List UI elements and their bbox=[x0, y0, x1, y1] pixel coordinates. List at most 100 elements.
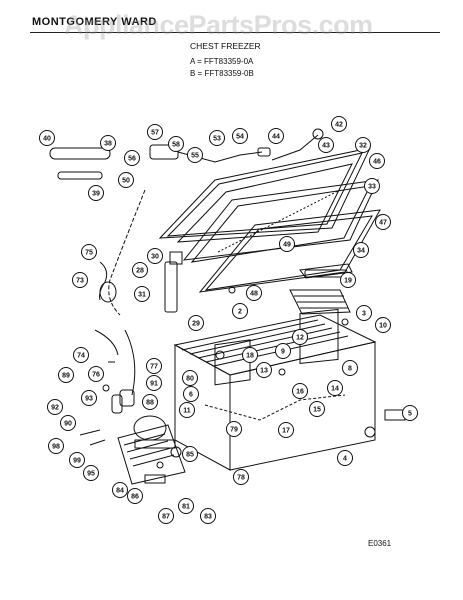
callout-56: 56 bbox=[124, 150, 140, 166]
callout-label: 81 bbox=[182, 504, 190, 511]
callout-label: 30 bbox=[151, 254, 159, 261]
callout-label: 92 bbox=[51, 405, 59, 412]
callout-55: 55 bbox=[187, 147, 203, 163]
callout-label: 33 bbox=[368, 184, 376, 191]
callout-bubble bbox=[355, 137, 371, 153]
callout-87: 87 bbox=[158, 508, 174, 524]
callout-bubble bbox=[48, 438, 64, 454]
callout-label: 6 bbox=[189, 392, 193, 399]
callout-bubble bbox=[146, 375, 162, 391]
callout-79: 79 bbox=[226, 421, 242, 437]
callout-bubble bbox=[331, 116, 347, 132]
callout-label: 4 bbox=[343, 456, 347, 463]
callout-label: 43 bbox=[322, 143, 330, 150]
callout-75: 75 bbox=[81, 244, 97, 260]
callout-label: 58 bbox=[172, 142, 180, 149]
callout-bubble bbox=[268, 128, 284, 144]
callout-bubble bbox=[147, 124, 163, 140]
callout-98: 98 bbox=[48, 438, 64, 454]
callout-label: 48 bbox=[250, 291, 258, 298]
callout-57: 57 bbox=[147, 124, 163, 140]
callout-19: 19 bbox=[340, 272, 356, 288]
callout-43: 43 bbox=[318, 137, 334, 153]
callout-bubble bbox=[60, 415, 76, 431]
callout-74: 74 bbox=[73, 347, 89, 363]
callout-bubble bbox=[100, 135, 116, 151]
callout-bubble bbox=[147, 248, 163, 264]
callout-label: 54 bbox=[236, 134, 244, 141]
callout-bubble bbox=[375, 317, 391, 333]
callout-bubble bbox=[127, 488, 143, 504]
callout-48: 48 bbox=[246, 285, 262, 301]
callout-label: 88 bbox=[146, 400, 154, 407]
callout-90: 90 bbox=[60, 415, 76, 431]
callout-label: 80 bbox=[186, 376, 194, 383]
callout-label: 11 bbox=[183, 408, 191, 415]
callout-12: 12 bbox=[292, 329, 308, 345]
callout-label: 9 bbox=[281, 349, 285, 356]
callout-label: 44 bbox=[272, 134, 280, 141]
callout-label: 38 bbox=[104, 141, 112, 148]
callout-89: 89 bbox=[58, 367, 74, 383]
callout-bubble bbox=[73, 347, 89, 363]
callout-53: 53 bbox=[209, 130, 225, 146]
callout-bubble bbox=[39, 130, 55, 146]
callout-label: 53 bbox=[213, 136, 221, 143]
callout-bubble bbox=[256, 362, 272, 378]
callout-bubble bbox=[292, 329, 308, 345]
callout-91: 91 bbox=[146, 375, 162, 391]
callout-6: 6 bbox=[183, 386, 199, 402]
callout-bubble bbox=[279, 236, 295, 252]
callout-77: 77 bbox=[146, 358, 162, 374]
callout-bubble bbox=[168, 136, 184, 152]
callout-bubble bbox=[278, 422, 294, 438]
callout-label: 93 bbox=[85, 396, 93, 403]
callout-bubble bbox=[88, 185, 104, 201]
callout-label: 50 bbox=[122, 178, 130, 185]
callout-label: 84 bbox=[116, 488, 124, 495]
callout-93: 93 bbox=[81, 390, 97, 406]
callout-bubble bbox=[340, 272, 356, 288]
callout-label: 2 bbox=[238, 309, 242, 316]
callout-bubble bbox=[233, 469, 249, 485]
callout-47: 47 bbox=[375, 214, 391, 230]
callout-81: 81 bbox=[178, 498, 194, 514]
diagram-subtitle: CHEST FREEZER bbox=[190, 41, 261, 51]
callout-14: 14 bbox=[327, 380, 343, 396]
callout-bubble bbox=[309, 401, 325, 417]
top-hardware bbox=[49, 128, 324, 316]
callout-bubble bbox=[209, 130, 225, 146]
callout-bubble bbox=[124, 150, 140, 166]
callout-50: 50 bbox=[118, 172, 134, 188]
callout-bubble bbox=[81, 390, 97, 406]
callout-33: 33 bbox=[364, 178, 380, 194]
callout-9: 9 bbox=[275, 343, 291, 359]
callout-bubble bbox=[402, 405, 418, 421]
hinge-and-basket bbox=[164, 251, 353, 315]
callout-bubble bbox=[83, 465, 99, 481]
callout-84: 84 bbox=[112, 482, 128, 498]
right-hardware bbox=[304, 269, 406, 438]
callout-bubble bbox=[342, 360, 358, 376]
callout-bubble bbox=[232, 128, 248, 144]
callout-bubble bbox=[118, 172, 134, 188]
callout-83: 83 bbox=[200, 508, 216, 524]
callout-label: 87 bbox=[162, 514, 170, 521]
callout-label: 42 bbox=[335, 122, 343, 129]
callout-34: 34 bbox=[353, 242, 369, 258]
callout-label: 79 bbox=[230, 427, 238, 434]
callout-10: 10 bbox=[375, 317, 391, 333]
callout-85: 85 bbox=[182, 446, 198, 462]
callout-label: 74 bbox=[77, 353, 85, 360]
callout-5: 5 bbox=[402, 405, 418, 421]
callout-label: 78 bbox=[237, 475, 245, 482]
callout-78: 78 bbox=[233, 469, 249, 485]
callout-44: 44 bbox=[268, 128, 284, 144]
callout-bubble bbox=[179, 402, 195, 418]
callout-bubble bbox=[353, 242, 369, 258]
callout-label: 89 bbox=[62, 373, 70, 380]
callout-bubble bbox=[182, 370, 198, 386]
model-a-label: A = FFT83359-0A bbox=[190, 57, 254, 66]
callout-label: 77 bbox=[150, 364, 158, 371]
